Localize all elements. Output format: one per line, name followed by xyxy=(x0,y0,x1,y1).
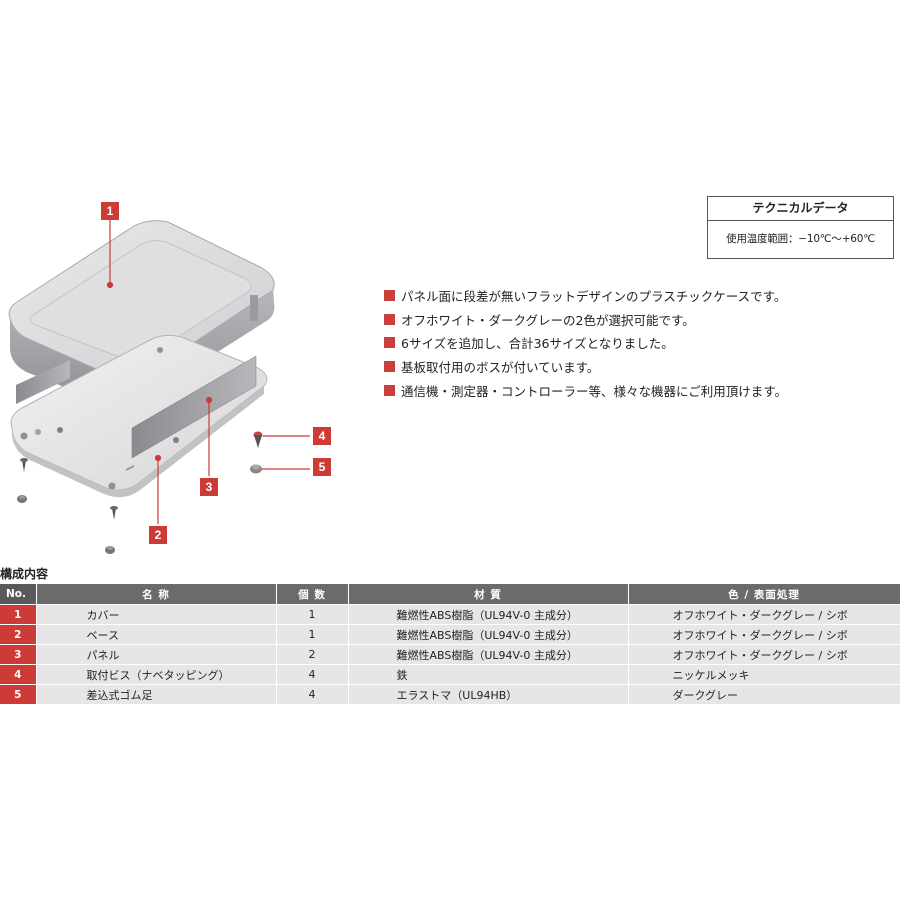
feature-item: 6サイズを追加し、合計36サイズとなりました。 xyxy=(384,331,884,355)
header-finish: 色 / 表面処理 xyxy=(628,584,900,605)
feature-item: オフホワイト・ダークグレーの2色が選択可能です。 xyxy=(384,308,884,332)
feature-list: パネル面に段差が無いフラットデザインのプラスチックケースです。 オフホワイト・ダ… xyxy=(384,284,884,402)
parts-section-title: 構成内容 xyxy=(0,567,49,581)
row-no: 3 xyxy=(0,644,37,665)
bullet-square-icon xyxy=(384,337,395,349)
row-qty: 1 xyxy=(276,604,349,625)
row-finish: オフホワイト・ダークグレー / シボ xyxy=(628,644,900,665)
table-row: 3 パネル 2 難燃性ABS樹脂（UL94V-0 主成分） オフホワイト・ダーク… xyxy=(0,644,900,665)
row-name: パネル xyxy=(36,644,277,665)
case-illustration xyxy=(8,220,310,554)
bullet-square-icon xyxy=(384,290,395,302)
panel-part xyxy=(16,355,257,459)
header-material: 材 質 xyxy=(348,584,629,605)
table-row: 2 ベース 1 難燃性ABS樹脂（UL94V-0 主成分） オフホワイト・ダーク… xyxy=(0,624,900,645)
row-material: 難燃性ABS樹脂（UL94V-0 主成分） xyxy=(348,604,629,625)
feature-item: 基板取付用のボスが付いています。 xyxy=(384,355,884,379)
row-finish: ダークグレー xyxy=(628,684,900,704)
row-qty: 1 xyxy=(276,624,349,645)
parts-table: No. 名 称 個 数 材 質 色 / 表面処理 1 カバー 1 難燃性ABS樹… xyxy=(0,584,900,704)
rubber-foot-parts xyxy=(17,464,262,554)
row-finish: オフホワイト・ダークグレー / シボ xyxy=(628,604,900,625)
row-finish: ニッケルメッキ xyxy=(628,664,900,685)
row-no: 1 xyxy=(0,604,37,625)
header-no: No. xyxy=(0,584,37,605)
row-material: 鉄 xyxy=(348,664,629,685)
row-name: カバー xyxy=(36,604,277,625)
header-qty: 個 数 xyxy=(276,584,349,605)
callout-2: 2 xyxy=(149,526,167,544)
bullet-square-icon xyxy=(384,313,395,325)
table-row: 5 差込式ゴム足 4 エラストマ（UL94HB） ダークグレー xyxy=(0,684,900,704)
bullet-square-icon xyxy=(384,361,395,373)
callout-5: 5 xyxy=(313,458,331,476)
table-header-row: No. 名 称 個 数 材 質 色 / 表面処理 xyxy=(0,584,900,605)
row-material: エラストマ（UL94HB） xyxy=(348,684,629,704)
header-name: 名 称 xyxy=(36,584,277,605)
row-qty: 2 xyxy=(276,644,349,665)
callout-3: 3 xyxy=(200,478,218,496)
callout-4: 4 xyxy=(313,427,331,445)
row-finish: オフホワイト・ダークグレー / シボ xyxy=(628,624,900,645)
table-row: 4 取付ビス（ナベタッピング） 4 鉄 ニッケルメッキ xyxy=(0,664,900,685)
table-row: 1 カバー 1 難燃性ABS樹脂（UL94V-0 主成分） オフホワイト・ダーク… xyxy=(0,604,900,625)
row-name: ベース xyxy=(36,624,277,645)
row-name: 取付ビス（ナベタッピング） xyxy=(36,664,277,685)
technical-data-box: テクニカルデータ 使用温度範囲：−10℃〜+60℃ xyxy=(707,196,894,259)
callout-1: 1 xyxy=(101,202,119,220)
feature-item: 通信機・測定器・コントローラー等、様々な機器にご利用頂けます。 xyxy=(384,378,884,402)
technical-data-title: テクニカルデータ xyxy=(708,197,893,221)
row-qty: 4 xyxy=(276,664,349,685)
bullet-square-icon xyxy=(384,384,395,396)
feature-item: パネル面に段差が無いフラットデザインのプラスチックケースです。 xyxy=(384,284,884,308)
row-no: 5 xyxy=(0,684,37,704)
row-material: 難燃性ABS樹脂（UL94V-0 主成分） xyxy=(348,624,629,645)
operating-temperature: 使用温度範囲：−10℃〜+60℃ xyxy=(726,233,875,245)
leader-lines xyxy=(106,220,310,524)
exploded-view-diagram: 1 2 3 4 5 xyxy=(0,190,360,560)
row-name: 差込式ゴム足 xyxy=(36,684,277,704)
row-qty: 4 xyxy=(276,684,349,704)
row-no: 2 xyxy=(0,624,37,645)
screw-parts xyxy=(20,431,263,520)
row-no: 4 xyxy=(0,664,37,685)
row-material: 難燃性ABS樹脂（UL94V-0 主成分） xyxy=(348,644,629,665)
